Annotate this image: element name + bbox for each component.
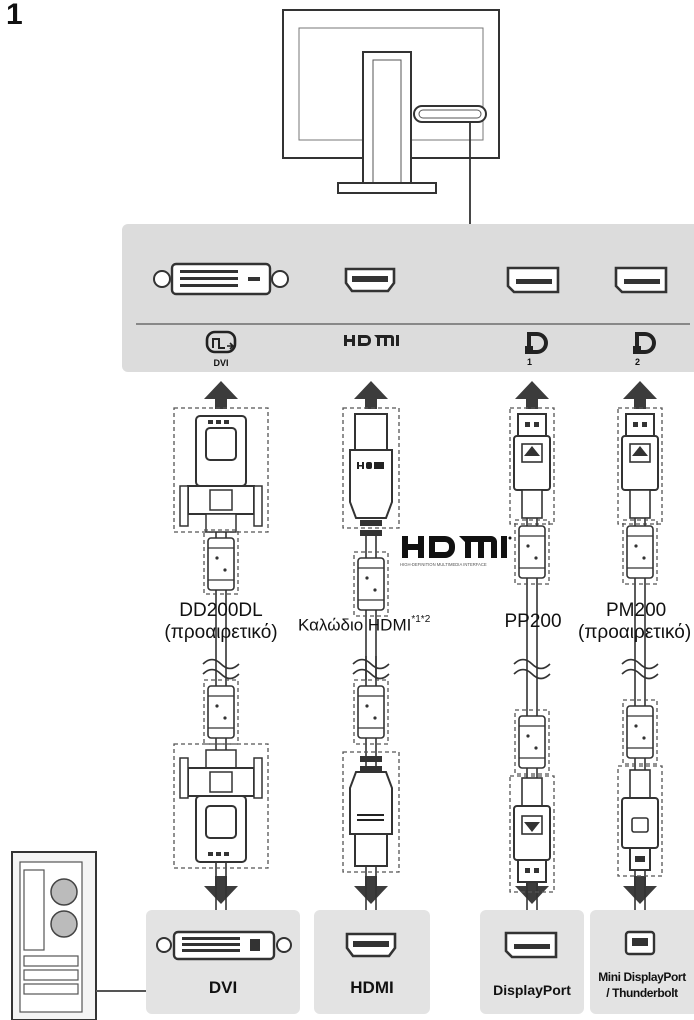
dvi-port-icon [153,262,289,296]
dvi-cable-model: DD200DL [179,600,263,621]
hdmi-cable-footnote: *1*2 [411,614,431,625]
arrow-down-icon [354,876,388,904]
dp-cable-label: PP200 [504,611,562,632]
dvi-symbol-icon [205,330,237,354]
pc-displayport-label: DisplayPort [493,982,571,998]
pc-tower-illustration [11,851,146,1020]
mini-displayport-cable-illustration [617,407,663,960]
dvi-port-label: DVI [213,358,229,368]
mdp-cable-note: (προαιρετικό) [578,622,692,643]
pc-port-panel [146,910,694,1014]
pc-hdmi-port-icon [345,932,397,958]
pc-mini-displayport-line1: Mini DisplayPort [598,970,686,984]
hdmi-cable-illustration [342,407,400,960]
monitor-port-panel [122,224,694,372]
arrow-up-icon [354,381,388,409]
pc-mini-displayport-line2: / Thunderbolt [606,986,678,1000]
arrow-up-icon [204,381,238,409]
step-number: 1 [6,0,23,31]
hdmi-logo-tagline: HIGH-DEFINITION MULTIMEDIA INTERFACE [400,562,487,567]
arrow-up-icon [515,381,549,409]
pc-displayport-icon [504,931,558,959]
displayport-2-icon [614,266,668,294]
hdmi-port-icon [344,267,396,293]
displayport-logo-icon [525,332,548,354]
pc-dvi-port-icon [156,930,292,961]
displayport-logo-icon [633,332,656,354]
hdmi-cable-name: Καλώδιο HDMI [298,615,412,635]
mdp-cable-label: PM200 (προαιρετικό) [578,600,694,644]
dvi-cable-note: (προαιρετικό) [164,622,278,643]
dp2-port-label: 2 [635,357,641,367]
dvi-cable-illustration [173,407,269,962]
dvi-cable-label: DD200DL (προαιρετικό) [146,600,296,644]
pc-dvi-label: DVI [208,978,238,997]
monitor-rear-illustration [282,9,500,224]
arrow-up-icon [623,381,657,409]
pc-mini-displayport-label: Mini DisplayPort / Thunderbolt [590,969,694,1001]
arrow-down-icon [623,876,657,904]
displayport-cable-illustration [509,407,555,960]
pc-hdmi-label: HDMI [350,978,394,997]
hdmi-logo-small-icon [344,335,399,346]
pc-mini-displayport-icon [624,930,656,956]
hdmi-logo-icon [402,536,512,558]
mdp-cable-model: PM200 [606,600,667,621]
hdmi-cable-label: Καλώδιο HDMI*1*2 [298,611,430,637]
displayport-1-icon [506,266,560,294]
dp1-port-label: 1 [527,357,533,367]
arrow-down-icon [204,876,238,904]
